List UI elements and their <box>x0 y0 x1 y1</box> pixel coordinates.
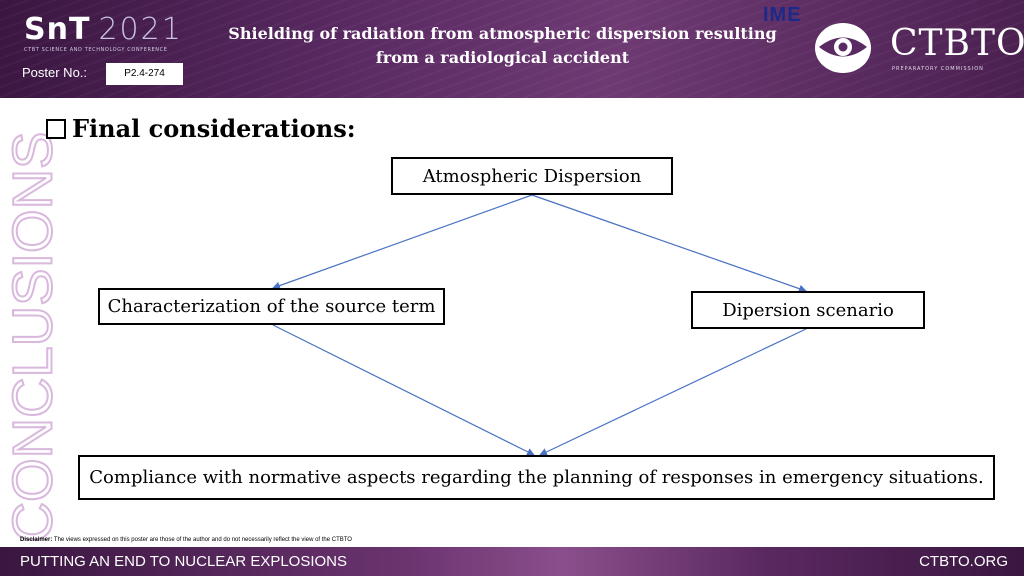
footer-banner: PUTTING AN END TO NUCLEAR EXPLOSIONS CTB… <box>0 547 1024 576</box>
snt-logo-year: 2021 <box>98 12 183 47</box>
snt-logo-subtitle: CTBT SCIENCE AND TECHNOLOGY CONFERENCE <box>24 47 168 53</box>
node-compliance: Compliance with normative aspects regard… <box>78 455 995 500</box>
node-source-term: Characterization of the source term <box>98 288 445 325</box>
ctbto-emblem-icon <box>815 23 871 73</box>
footer-website-link[interactable]: CTBTO.ORG <box>919 553 1008 570</box>
ime-logo: IME <box>763 4 802 26</box>
node-atmospheric-dispersion: Atmospheric Dispersion <box>391 157 673 195</box>
snt-logo-text: SnT <box>24 12 91 47</box>
disclaimer-label: Disclaimer: <box>20 537 53 543</box>
disclaimer: Disclaimer: The views expressed on this … <box>20 537 352 543</box>
poster-title: Shielding of radiation from atmospheric … <box>210 22 795 70</box>
poster-number-label: Poster No.: <box>22 65 88 80</box>
arrow-left-to-bottom <box>272 324 535 456</box>
poster-title-line-1: Shielding of radiation from atmospheric … <box>228 24 777 43</box>
conclusions-vertical-text: CONCLUSIONS <box>0 131 65 544</box>
ctbto-logo-subtitle: PREPARATORY COMMISSION <box>892 66 984 72</box>
footer-slogan: PUTTING AN END TO NUCLEAR EXPLOSIONS <box>20 553 348 570</box>
arrow-right-to-bottom <box>539 328 807 456</box>
ctbto-logo-text: CTBTO <box>890 23 1024 64</box>
checkbox-bullet-icon <box>46 118 66 139</box>
poster-title-line-2: from a radiological accident <box>375 48 630 67</box>
arrow-top-to-right <box>531 194 807 293</box>
node-dispersion-scenario: Dipersion scenario <box>691 291 925 329</box>
conclusions-vertical-label: CONCLUSIONS <box>0 131 65 544</box>
poster-number-value: P2.4-274 <box>106 63 183 85</box>
arrow-top-to-left <box>272 194 533 290</box>
section-heading-text: Final considerations: <box>72 114 356 143</box>
section-heading: Final considerations: <box>46 114 356 143</box>
disclaimer-text: The views expressed on this poster are t… <box>53 537 352 543</box>
